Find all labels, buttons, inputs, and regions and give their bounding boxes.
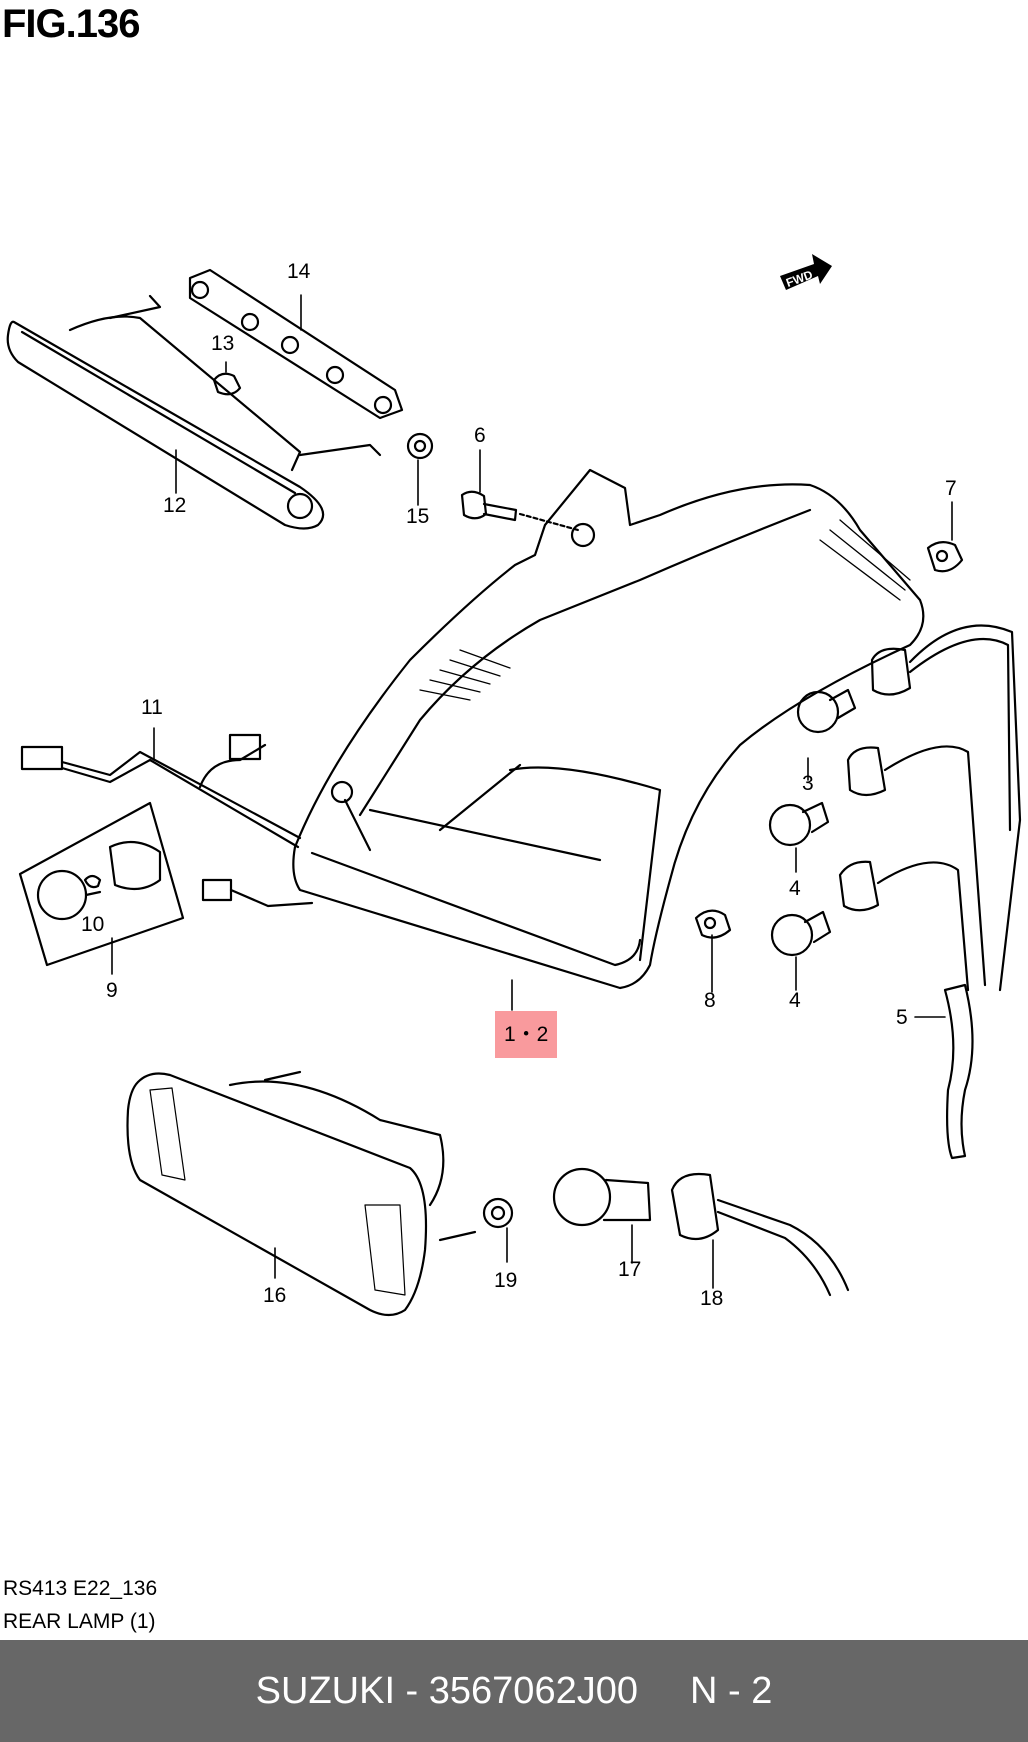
callout-9: 9 xyxy=(106,979,118,1002)
high-mount-stop-lamp-drawing xyxy=(6,294,382,530)
callout-4b: 4 xyxy=(789,989,801,1012)
screw-6-drawing xyxy=(460,490,580,532)
grommet-15-drawing xyxy=(406,432,434,460)
callout-15: 15 xyxy=(406,505,430,528)
part-9-kit-box xyxy=(18,801,185,967)
bulb-socket-5-drawing xyxy=(838,624,1022,1160)
callout-7: 7 xyxy=(945,477,957,500)
clip-7-drawing xyxy=(926,541,964,573)
callout-10: 10 xyxy=(81,913,105,936)
wire-harness-11-drawing xyxy=(20,733,314,908)
bulb-3-drawing xyxy=(796,688,857,734)
model-code-label: RS413 E22_136 xyxy=(3,1577,158,1600)
connector-harness-drawing xyxy=(188,268,404,420)
callout-14: 14 xyxy=(287,260,311,283)
callout-18: 18 xyxy=(700,1287,724,1310)
callout-16: 16 xyxy=(263,1284,287,1307)
part-number-text: SUZUKI - 3567062J00 xyxy=(255,1669,638,1712)
nut-19-drawing xyxy=(482,1197,514,1229)
rear-combination-lamp-drawing xyxy=(292,468,925,990)
highlighted-callout-1-2[interactable]: 1・2 xyxy=(495,1011,558,1058)
bulb-4a-drawing xyxy=(768,801,830,847)
side-lamp-16-drawing xyxy=(126,1070,477,1317)
forward-direction-icon: FWD xyxy=(780,254,832,290)
callout-12: 12 xyxy=(163,494,187,517)
figure-title: FIG.136 xyxy=(2,2,141,46)
part-reference-bar: SUZUKI - 3567062J00 N - 2 xyxy=(0,1640,1028,1742)
bulb-17-drawing xyxy=(552,1167,652,1227)
callout-6: 6 xyxy=(474,424,486,447)
clip-8-drawing xyxy=(694,909,732,939)
callout-4a: 4 xyxy=(789,877,801,900)
callout-3: 3 xyxy=(802,772,814,795)
callout-17: 17 xyxy=(618,1258,642,1281)
section-name-label: REAR LAMP (1) xyxy=(3,1610,156,1633)
callout-5: 5 xyxy=(896,1006,908,1029)
callout-11: 11 xyxy=(141,696,163,719)
callout-13: 13 xyxy=(211,332,235,355)
callout-19: 19 xyxy=(494,1269,518,1292)
callout-8: 8 xyxy=(704,989,716,1012)
fwd-label: FWD xyxy=(784,267,815,290)
bulb-4b-drawing xyxy=(770,910,832,957)
page-indicator-text: N - 2 xyxy=(689,1669,773,1712)
small-bulb-13-drawing xyxy=(212,372,242,396)
socket-18-drawing xyxy=(670,1172,850,1297)
